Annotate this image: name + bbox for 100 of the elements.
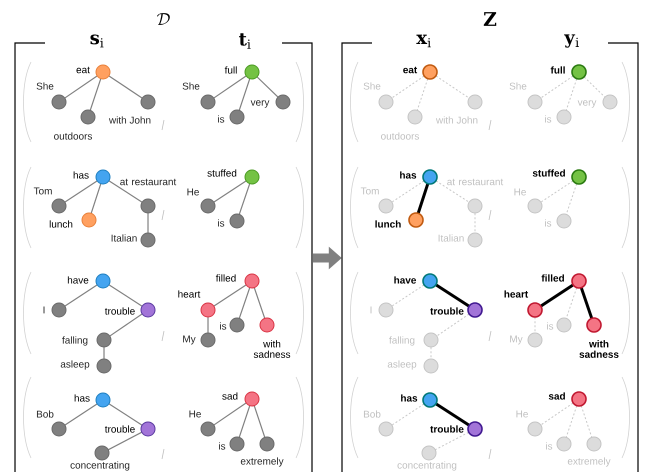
word-label: very [250,100,270,108]
tree-edge [238,406,250,438]
word-label: extremely [240,457,284,467]
tree-edge [436,75,470,98]
tree-edge [566,183,578,215]
word-label: My [183,336,196,344]
tree-edge [108,432,142,450]
tree-edge [392,284,424,307]
word-label: heart [504,290,528,298]
column-header: t$_{i}$ [239,33,251,49]
word-label: extremely [568,457,611,467]
tree-edge [580,287,594,319]
tree-edge [434,432,470,450]
word-label: with sadness [254,340,290,358]
tree-edge [64,284,98,307]
tree-edge [256,76,278,98]
word-label: lunch [50,220,72,228]
tree-edge [566,287,578,319]
word-label: eat [76,66,90,74]
word-label: asleep [388,360,416,370]
tree-edge [64,403,98,426]
word-label: at restaurant [120,178,176,186]
word-label: sad [222,392,238,400]
tree-edge [103,347,105,359]
word-label: concentrating [70,461,130,471]
word-label: is [218,219,224,227]
word-label: eat [403,66,418,74]
word-label: is [545,219,552,227]
word-label: falling [62,336,88,346]
tree-edge [540,76,574,98]
word-label: has [400,171,416,179]
tree-edge [416,183,430,214]
tree-edge [436,180,470,203]
tree-edge [584,76,606,98]
column-header: y$_{i}$ [564,34,579,48]
tree-edge [474,212,476,234]
tree-edge [430,346,432,360]
word-label: trouble [104,307,135,315]
word-label: He [187,188,199,196]
tree-edge [435,402,470,426]
word-label: is [218,115,224,123]
word-label: Tom [360,188,379,194]
tree-edge [566,78,578,111]
word-label: stuffed [532,169,565,177]
word-label: My [510,336,523,344]
tree-edge [108,403,142,426]
tree-edge [90,78,102,110]
column-header: x$_{i}$ [416,34,431,48]
word-label: He [514,188,526,196]
tree-edge [207,317,209,333]
word-label: is [546,442,552,450]
word-label: very [578,100,596,108]
tree-edge [254,288,266,318]
word-label: full [550,66,565,74]
word-label: have [394,276,416,284]
tree-edge [254,406,266,438]
word-label: heart [178,290,200,298]
word-label: asleep [60,360,90,370]
tree-edge [238,184,250,214]
tree-edge [566,405,578,438]
word-label: Italian [112,234,137,242]
word-label: He [516,410,528,418]
tree-edge [540,402,574,426]
word-label: trouble [104,425,135,433]
word-label: filled [542,274,564,282]
word-label: is [219,442,226,450]
word-label: Italian [438,234,464,242]
word-label: has [74,394,90,402]
word-label: trouble [430,307,464,315]
tree-edge [534,316,536,334]
tree-edge [108,75,142,98]
panel-title: Z [484,12,496,26]
tree-edge [108,284,142,307]
word-label: with sadness [579,340,619,358]
tree-edge [147,213,149,233]
word-label: outdoors [54,132,92,140]
word-label: Tom [34,188,52,194]
word-label: Bob [36,410,54,418]
word-label: with John [436,116,478,124]
word-label: He [189,410,201,418]
word-label: I [370,306,372,314]
word-label: trouble [430,425,464,433]
tree-edge [391,76,425,98]
tree-edge [214,180,246,203]
word-label: outdoors [381,132,420,140]
word-label: at restaurant [447,178,504,186]
word-label: is [220,322,226,330]
tree-edge [540,180,574,203]
word-label: has [401,394,418,402]
tree-edge [416,78,428,111]
word-label: is [547,322,554,330]
word-label: lunch [375,220,401,228]
tree-edge [392,180,424,203]
word-label: filled [216,274,236,282]
tree-edge [214,402,246,426]
tree-edge [238,288,250,318]
tree-edge [392,403,424,426]
panel-title: $\mathcal{D}$ [156,13,170,25]
tree-edge [436,314,470,336]
tree-edge [90,184,102,214]
